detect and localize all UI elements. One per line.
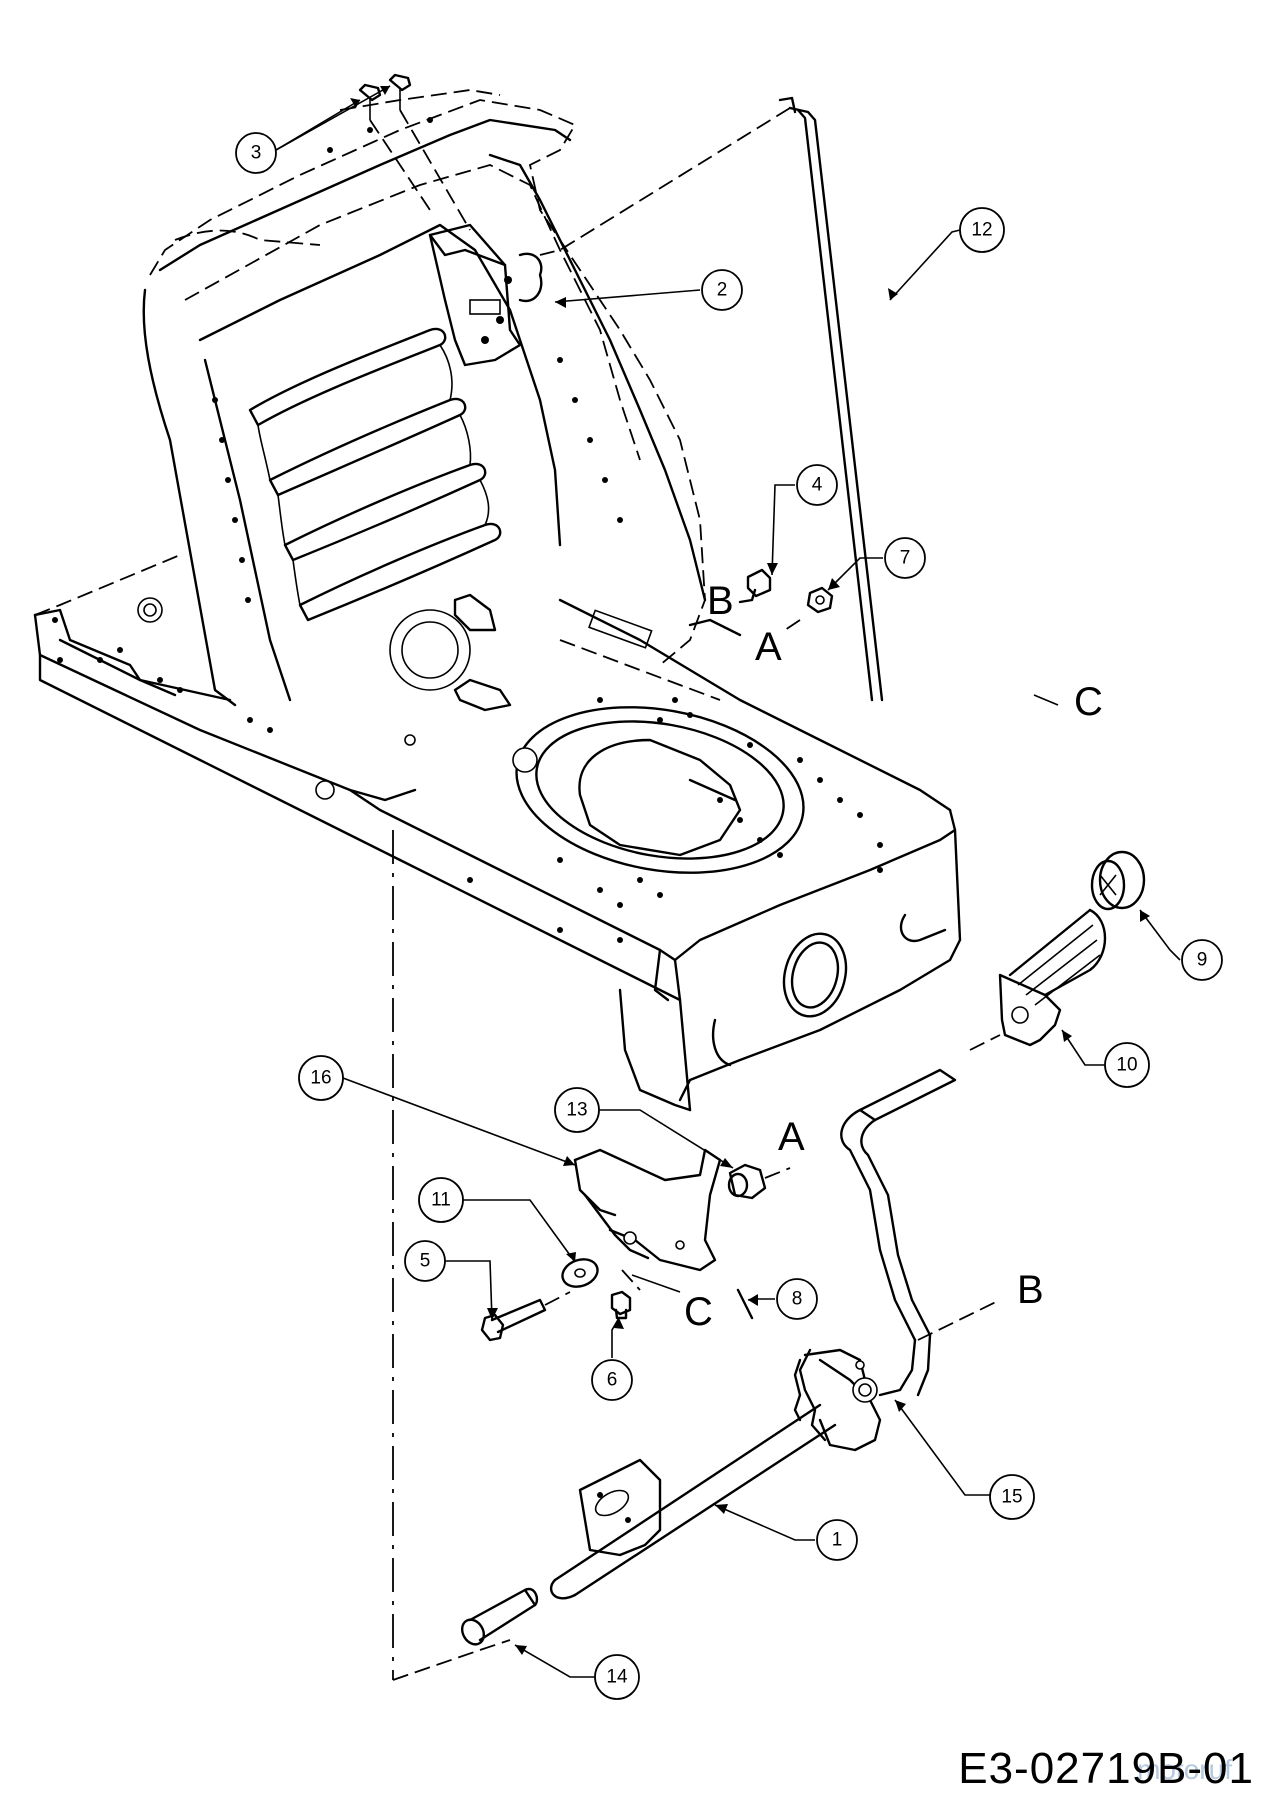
svg-text:11: 11 (431, 1190, 451, 1211)
svg-text:15: 15 (1001, 1487, 1022, 1508)
callout-1: 1 (816, 1519, 858, 1561)
drawing-code: E3-02719B-01 (958, 1744, 1254, 1793)
svg-text:2: 2 (717, 280, 728, 301)
knob-9 (1090, 850, 1146, 911)
svg-text:16: 16 (310, 1068, 331, 1089)
arrow-heads (350, 86, 1150, 1655)
callout-13: 13 (554, 1087, 600, 1133)
bolt-axis-line (544, 1291, 571, 1306)
svg-text:14: 14 (606, 1667, 628, 1688)
callout-5: 5 (404, 1240, 446, 1282)
b-lower-axis (917, 1299, 1001, 1341)
ref-letter-b-lower: B (1017, 1268, 1044, 1312)
callout-15: 15 (989, 1474, 1035, 1520)
callout-11: 11 (418, 1177, 464, 1223)
svg-text:13: 13 (566, 1100, 587, 1121)
callout-3: 3 (235, 132, 277, 174)
svg-text:10: 10 (1116, 1055, 1137, 1076)
washer-11 (561, 1258, 599, 1288)
stud-6 (610, 1290, 632, 1320)
svg-text:4: 4 (812, 475, 823, 496)
watermark: motoruf (1137, 1754, 1232, 1785)
bracket-16 (573, 1148, 722, 1272)
svg-text:1: 1 (832, 1530, 843, 1551)
callout-7: 7 (884, 537, 926, 579)
svg-text:7: 7 (900, 548, 911, 569)
a-lower-axis (764, 1167, 791, 1179)
assembly-axis-line-14 (392, 1639, 511, 1681)
callout-12: 12 (959, 207, 1005, 253)
leader-lines (275, 85, 1181, 1678)
callout-8: 8 (776, 1278, 818, 1320)
frame (33, 554, 962, 1112)
c-lower-axis (631, 1274, 681, 1293)
sleeve-14 (460, 1587, 539, 1646)
ref-letter-b-upper: B (707, 579, 734, 623)
callout-9: 9 (1181, 939, 1223, 981)
svg-text:8: 8 (792, 1289, 803, 1310)
callout-10: 10 (1104, 1042, 1150, 1088)
callout-2: 2 (701, 269, 743, 311)
ref-letter-c-upper: C (1074, 680, 1103, 724)
bracket-axis-line (621, 1269, 641, 1291)
svg-text:12: 12 (971, 220, 992, 241)
callout-6: 6 (591, 1359, 633, 1401)
svg-text:5: 5 (420, 1251, 431, 1272)
grip-10 (998, 908, 1107, 1047)
callout-16: 16 (298, 1055, 344, 1101)
ref-letter-a-upper: A (755, 625, 782, 669)
ref-letter-c-lower: C (684, 1290, 713, 1334)
lever-15 (793, 1068, 957, 1452)
svg-text:3: 3 (251, 143, 262, 164)
svg-text:6: 6 (607, 1370, 618, 1391)
callout-14: 14 (594, 1654, 640, 1700)
nut-7 (784, 586, 834, 631)
callout-4: 4 (796, 464, 838, 506)
grip-axis-line (969, 1034, 1001, 1051)
seat-switch (428, 223, 543, 367)
shaft-1 (549, 1403, 837, 1600)
bolt-5 (480, 1298, 547, 1342)
rod-12 (539, 96, 1059, 706)
seat (142, 89, 707, 707)
spacer-13 (727, 1163, 767, 1200)
bolt-4 (738, 568, 772, 604)
ref-letter-a-lower: A (778, 1115, 805, 1159)
svg-text:9: 9 (1197, 950, 1208, 971)
pin-8 (736, 1288, 754, 1320)
